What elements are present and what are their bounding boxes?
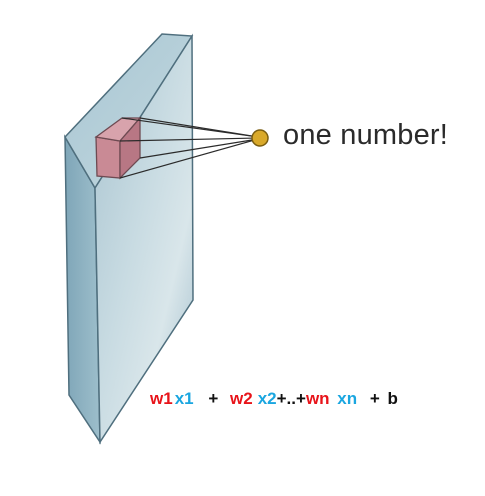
projection-lines bbox=[119, 117, 259, 179]
input-volume bbox=[64, 33, 194, 445]
bias-term: b bbox=[387, 389, 398, 408]
input-n: xn bbox=[337, 389, 358, 408]
one-number-caption: one number! bbox=[283, 119, 449, 151]
plus-sign-1: + bbox=[208, 389, 219, 408]
weight-2: w2 bbox=[230, 389, 253, 408]
receptive-field-cube bbox=[94, 116, 142, 180]
weight-1: w1 bbox=[150, 389, 173, 408]
input-1: x1 bbox=[174, 389, 194, 408]
cube-front bbox=[95, 136, 121, 179]
ellipsis-terms: +..+ bbox=[276, 389, 306, 408]
weight-n: wn bbox=[305, 389, 330, 408]
volume-front-face bbox=[94, 33, 194, 445]
input-2: x2 bbox=[257, 389, 277, 408]
output-neuron bbox=[251, 129, 269, 147]
plus-sign-2: + bbox=[369, 389, 380, 408]
